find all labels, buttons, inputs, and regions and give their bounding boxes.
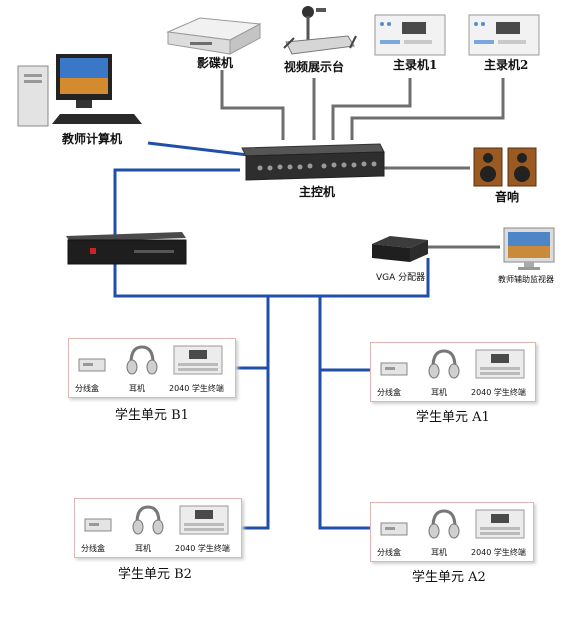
- gray-cables: [220, 70, 505, 249]
- student-terminal-label: 2040 学生终端: [471, 548, 526, 557]
- video-presenter-label: 视频展示台: [284, 60, 345, 74]
- student-unit-b1-box: 分线盒 耳机 2040 学生终端: [68, 338, 236, 398]
- dvd-player-image: [166, 17, 262, 55]
- teacher-computer-image: [17, 54, 142, 127]
- cable-computer-to-controller: [147, 141, 249, 157]
- student-unit-a2-label: 学生单元 A2: [412, 570, 486, 585]
- cable-recorder2-to-controller: [350, 78, 505, 140]
- junction-box-icon: [84, 518, 112, 532]
- cable-bus-right: [318, 296, 370, 530]
- main-controller-label: 主控机: [299, 185, 336, 199]
- headphone-icon: [126, 345, 158, 375]
- junction-box-label: 分线盒: [81, 544, 105, 553]
- cable-controller-to-bus: [113, 168, 430, 298]
- student-terminal-icon: [179, 505, 229, 535]
- headphone-icon: [428, 509, 460, 539]
- student-terminal-label: 2040 学生终端: [169, 384, 224, 393]
- student-unit-a1-box: 分线盒 耳机 2040 学生终端: [370, 342, 536, 402]
- student-unit-b2-label: 学生单元 B2: [118, 567, 192, 582]
- student-terminal-label: 2040 学生终端: [175, 544, 230, 553]
- main-recorder-1-image: [374, 14, 446, 56]
- teacher-monitor-label: 教师辅助监视器: [498, 275, 554, 284]
- cable-bus-left: [240, 296, 270, 530]
- teacher-computer-label: 教师计算机: [62, 132, 123, 146]
- headphone-label: 耳机: [135, 544, 151, 553]
- main-controller-image: [241, 143, 385, 181]
- student-terminal-icon: [173, 345, 223, 375]
- headphone-label: 耳机: [431, 388, 447, 397]
- student-unit-a1-label: 学生单元 A1: [416, 410, 490, 425]
- speaker-label: 音响: [495, 190, 520, 204]
- junction-box-label: 分线盒: [377, 388, 401, 397]
- main-recorder-1-label: 主录机1: [393, 58, 438, 72]
- cable-recorder1-to-controller: [331, 78, 412, 140]
- video-presenter-image: [283, 6, 357, 55]
- junction-box-icon: [380, 362, 408, 376]
- rack-unit-image: [66, 232, 187, 265]
- student-terminal-label: 2040 学生终端: [471, 388, 526, 397]
- cable-dvd-to-controller: [220, 70, 285, 140]
- teacher-monitor-image: [503, 227, 555, 270]
- vga-splitter-image: [372, 236, 428, 262]
- student-unit-b1-label: 学生单元 B1: [115, 408, 189, 423]
- headphone-label: 耳机: [129, 384, 145, 393]
- main-recorder-2-image: [468, 14, 540, 56]
- student-terminal-icon: [475, 509, 525, 539]
- junction-box-label: 分线盒: [377, 548, 401, 557]
- vga-splitter-label: VGA 分配器: [376, 273, 426, 283]
- student-unit-b2-box: 分线盒 耳机 2040 学生终端: [74, 498, 242, 558]
- speaker-image: [473, 147, 537, 187]
- headphone-icon: [132, 505, 164, 535]
- headphone-label: 耳机: [431, 548, 447, 557]
- blue-cables: [113, 141, 430, 530]
- junction-box-label: 分线盒: [75, 384, 99, 393]
- student-unit-a2-box: 分线盒 耳机 2040 学生终端: [370, 502, 534, 562]
- junction-box-icon: [380, 522, 408, 536]
- headphone-icon: [428, 349, 460, 379]
- main-recorder-2-label: 主录机2: [484, 58, 529, 72]
- dvd-player-label: 影碟机: [197, 56, 234, 70]
- junction-box-icon: [78, 358, 106, 372]
- student-terminal-icon: [475, 349, 525, 379]
